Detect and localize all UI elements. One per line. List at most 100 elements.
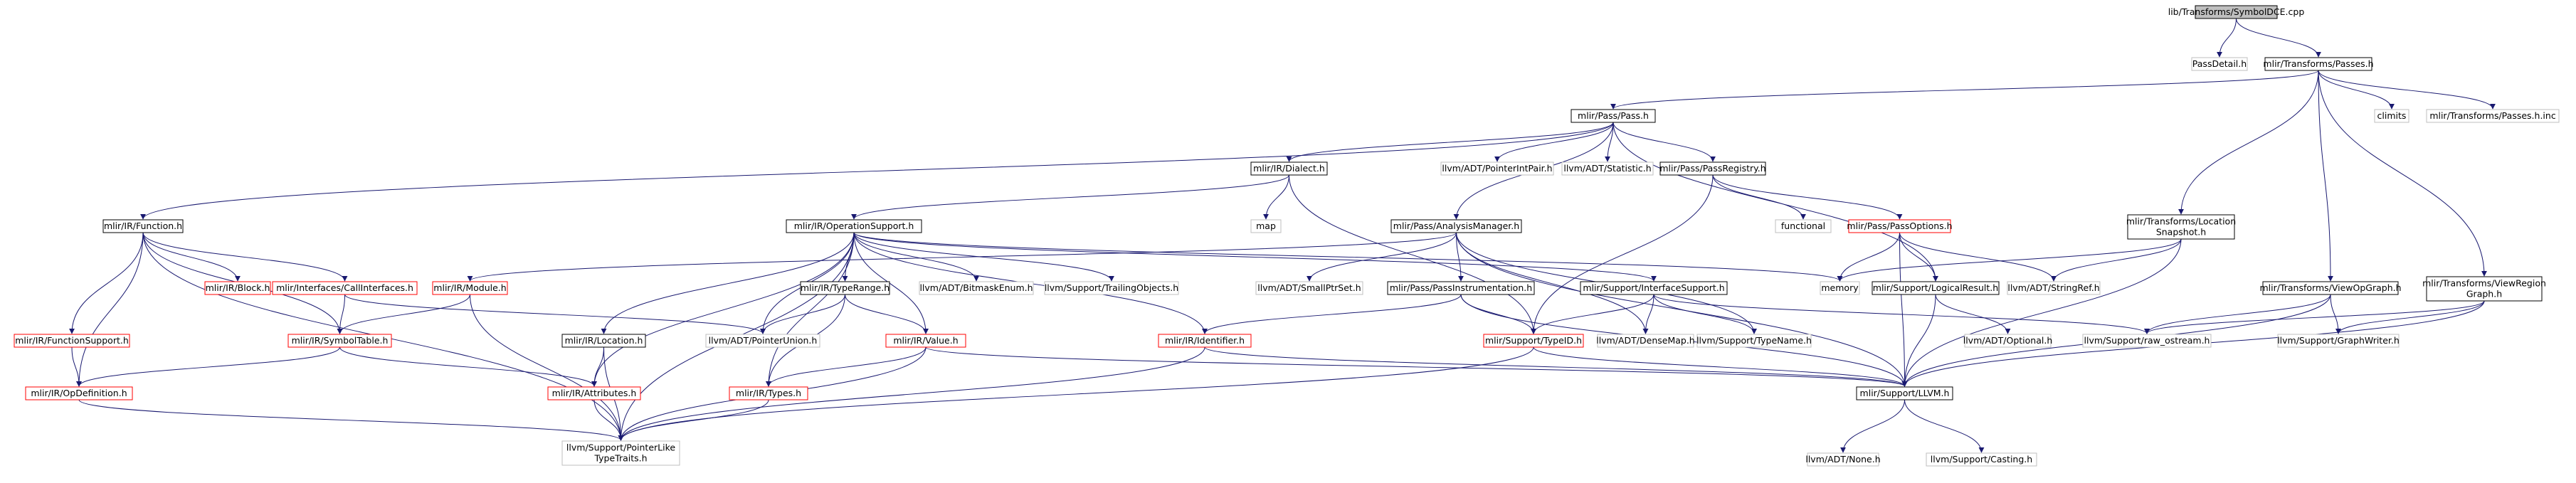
node-pointerunion: llvm/ADT/PointerUnion.h — [705, 334, 820, 348]
node-label: mlir/IR/Module.h — [433, 282, 506, 293]
node-root[interactable]: lib/Transforms/SymbolDCE.cpp — [2168, 5, 2305, 19]
node-box — [1390, 219, 1522, 233]
edge-viewopgraph-to-raw_ostream — [2144, 294, 2331, 334]
node-label: mlir/IR/Attributes.h — [552, 388, 637, 398]
edge-transforms_passes-to-locationsnapshot — [2178, 70, 2319, 215]
node-interfacesupport[interactable]: mlir/Support/InterfaceSupport.h — [1580, 281, 1728, 295]
node-box — [102, 219, 184, 233]
node-passoptions[interactable]: mlir/Pass/PassOptions.h — [1847, 219, 1953, 233]
edge-ir_value-to-llvm_h — [925, 346, 1908, 387]
node-callinterfaces[interactable]: mlir/Interfaces/CallInterfaces.h — [272, 281, 418, 295]
edge-passinstrumentation-to-ir_identifier — [1202, 294, 1462, 334]
node-label: functional — [1781, 221, 1825, 231]
node-ir_location[interactable]: mlir/IR/Location.h — [561, 334, 646, 348]
edge-pass_pass-to-pointerintpair — [1494, 122, 1614, 162]
edge-transforms_passes-to-pass_pass — [1610, 70, 2319, 110]
node-typeid[interactable]: mlir/Support/TypeID.h — [1483, 334, 1584, 348]
node-ir_module[interactable]: mlir/IR/Module.h — [432, 281, 508, 295]
edge-ir_dialect-to-map — [1263, 174, 1289, 220]
edge-ir_dialect-to-typeid — [1289, 174, 1536, 334]
edge-operationsupport-to-interfacesupport — [853, 232, 1657, 282]
node-box — [2191, 57, 2248, 71]
edges-layer — [69, 18, 2496, 453]
node-box — [2426, 109, 2560, 123]
node-box — [1483, 334, 1584, 348]
node-label: mlir/Interfaces/CallInterfaces.h — [276, 282, 413, 293]
node-smallptrset: llvm/ADT/SmallPtrSet.h — [1255, 281, 1363, 295]
node-logicalresult[interactable]: mlir/Support/LogicalResult.h — [1872, 281, 2000, 295]
node-box — [2277, 334, 2400, 348]
node-ir_dialect[interactable]: mlir/IR/Dialect.h — [1250, 161, 1328, 176]
node-label: Snapshot.h — [2156, 227, 2206, 238]
node-transforms_passes[interactable]: mlir/Transforms/Passes.h — [2263, 57, 2374, 71]
node-label: mlir/Pass/PassOptions.h — [1847, 221, 1952, 231]
node-analysismanager[interactable]: mlir/Pass/AnalysisManager.h — [1390, 219, 1522, 233]
node-label: mlir/IR/SymbolTable.h — [292, 335, 389, 346]
node-trailingobjects: llvm/Support/TrailingObjects.h — [1044, 281, 1179, 295]
edge-passoptions-to-logicalresult — [1899, 232, 1938, 282]
edge-logicalresult-to-llvm_h — [1901, 294, 1936, 387]
node-optional: llvm/ADT/Optional.h — [1963, 334, 2052, 348]
node-box — [1440, 161, 1554, 176]
node-label: mlir/Transforms/Passes.h.inc — [2429, 110, 2556, 121]
edge-passinstrumentation-to-typeid — [1460, 294, 1536, 334]
node-ir_identifier[interactable]: mlir/IR/Identifier.h — [1158, 334, 1252, 348]
node-ir_attributes[interactable]: mlir/IR/Attributes.h — [547, 386, 641, 400]
node-box — [561, 334, 646, 348]
node-pass_pass[interactable]: mlir/Pass/Pass.h — [1571, 109, 1656, 123]
edge-typeid-to-pointerliketypetraits — [618, 346, 1534, 441]
edge-analysismanager-to-passinstrumentation — [1456, 232, 1464, 282]
node-label: llvm/ADT/BitmaskEnum.h — [919, 282, 1033, 293]
edge-ir_identifier-to-llvm_h — [1204, 346, 1908, 387]
edge-analysismanager-to-smallptrset — [1307, 232, 1457, 282]
node-label: mlir/IR/Dialect.h — [1253, 163, 1325, 174]
node-label: mlir/Pass/PassRegistry.h — [1659, 163, 1765, 174]
node-typerange[interactable]: mlir/IR/TypeRange.h — [800, 281, 890, 295]
node-box — [1775, 219, 1832, 233]
node-functionsupport[interactable]: mlir/IR/FunctionSupport.h — [14, 334, 130, 348]
edge-interfacesupport-to-raw_ostream — [1653, 294, 2150, 334]
node-operationsupport[interactable]: mlir/IR/OperationSupport.h — [786, 219, 922, 233]
edge-interfacesupport-to-typeid — [1531, 294, 1654, 334]
node-viewopgraph[interactable]: mlir/Transforms/ViewOpGraph.h — [2259, 281, 2402, 295]
node-box — [800, 281, 890, 295]
edge-operationsupport-to-bitmaskenum — [853, 232, 979, 282]
node-symboltable[interactable]: mlir/IR/SymbolTable.h — [287, 334, 392, 348]
node-box — [1580, 281, 1728, 295]
node-passregistry[interactable]: mlir/Pass/PassRegistry.h — [1659, 161, 1766, 176]
node-box — [272, 281, 418, 295]
edge-passregistry-to-functional — [1712, 174, 1806, 220]
node-ir_types[interactable]: mlir/IR/Types.h — [729, 386, 808, 400]
node-label: mlir/IR/Identifier.h — [1165, 335, 1245, 346]
node-box — [2195, 5, 2278, 19]
edge-ir_value-to-ir_types — [766, 346, 927, 387]
node-box — [432, 281, 508, 295]
edge-symboltable-to-ir_attributes — [339, 346, 597, 387]
node-box — [204, 281, 271, 295]
node-box — [1571, 109, 1656, 123]
node-box — [1659, 161, 1766, 176]
node-ir_block[interactable]: mlir/IR/Block.h — [204, 281, 271, 295]
node-ir_value[interactable]: mlir/IR/Value.h — [885, 334, 966, 348]
edge-interfacesupport-to-typename — [1653, 294, 1757, 334]
edge-ir_function-to-functionsupport — [69, 232, 144, 334]
edge-typeid-to-llvm_h — [1533, 346, 1908, 387]
edge-ir_function-to-opdefinition — [76, 232, 144, 387]
edge-locationsnapshot-to-llvm_h — [1901, 238, 2182, 387]
node-stringref: llvm/ADT/StringRef.h — [2007, 281, 2101, 295]
node-box — [1255, 281, 1363, 295]
node-opdefinition[interactable]: mlir/IR/OpDefinition.h — [25, 386, 133, 400]
node-label: mlir/Pass/Pass.h — [1578, 110, 1649, 121]
node-passinstrumentation[interactable]: mlir/Pass/PassInstrumentation.h — [1387, 281, 1535, 295]
node-label: mlir/IR/FunctionSupport.h — [15, 335, 129, 346]
node-box — [1696, 334, 1812, 348]
node-bitmaskenum: llvm/ADT/BitmaskEnum.h — [919, 281, 1034, 295]
node-llvm_h[interactable]: mlir/Support/LLVM.h — [1856, 386, 1953, 400]
node-ir_function[interactable]: mlir/IR/Function.h — [102, 219, 184, 233]
edge-ir_function-to-callinterfaces — [142, 232, 348, 282]
node-label: mlir/IR/Location.h — [565, 335, 643, 346]
node-label: mlir/Transforms/Location — [2126, 216, 2236, 227]
